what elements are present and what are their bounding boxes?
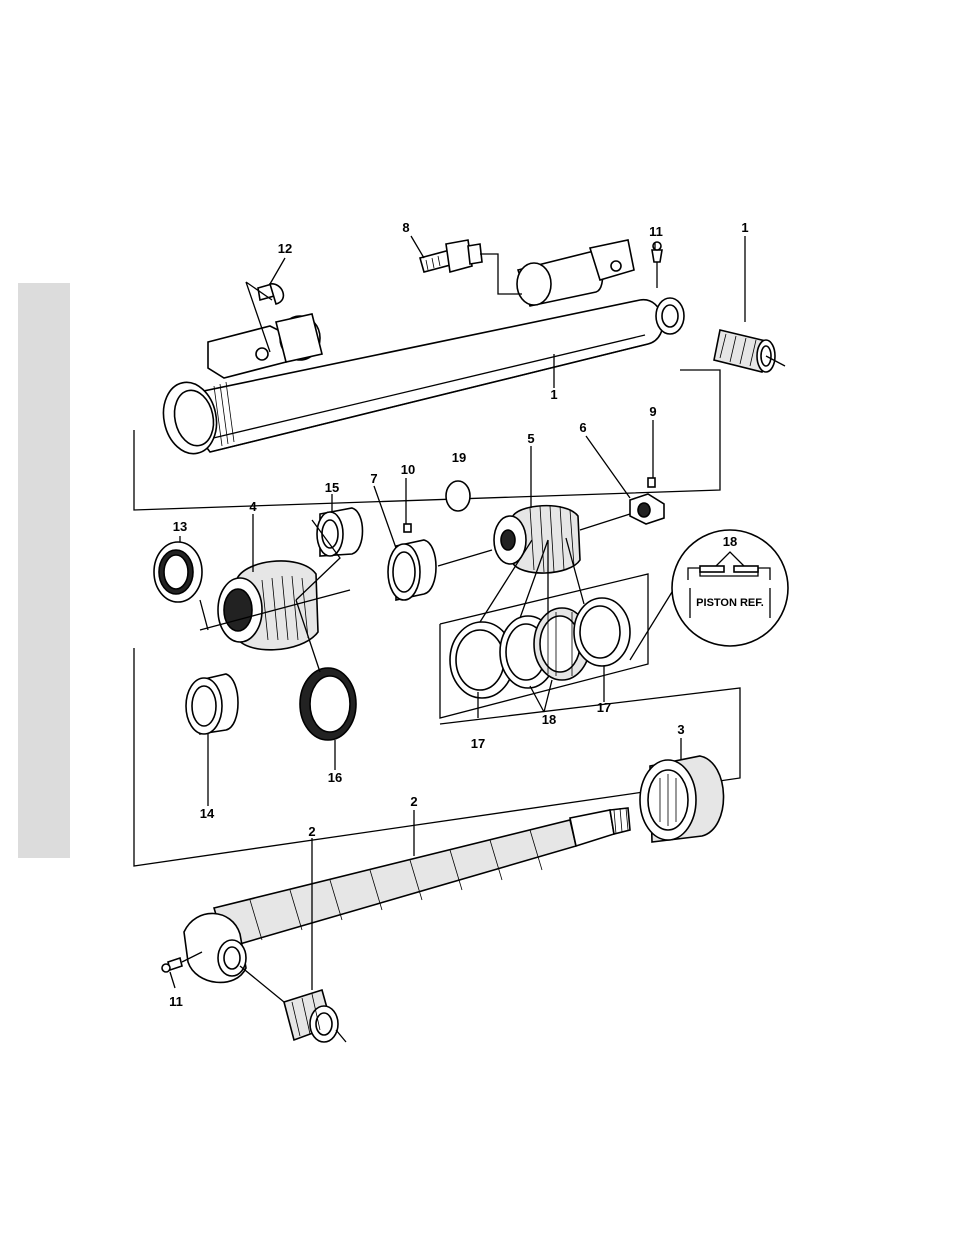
rod-wiper <box>154 542 202 602</box>
callout-17-right: 17 <box>597 700 611 715</box>
set-screw <box>404 524 411 532</box>
callout-14: 14 <box>200 806 215 821</box>
inset-callout: 18 <box>723 534 737 549</box>
callout-7: 7 <box>370 471 377 486</box>
piston <box>494 506 580 573</box>
rod-bushing <box>186 674 238 734</box>
relief-valve <box>420 240 522 294</box>
callout-15: 15 <box>325 480 339 495</box>
callout-1-bushing: 1 <box>741 220 748 235</box>
callout-12: 12 <box>278 241 292 256</box>
piston-spacer <box>388 540 436 600</box>
callout-4: 4 <box>249 499 257 514</box>
callout-16: 16 <box>328 770 342 785</box>
callout-5: 5 <box>527 431 534 446</box>
cylinder-barrel <box>157 240 684 459</box>
piston-seals <box>450 598 630 698</box>
grease-fitting-top <box>652 242 662 288</box>
gland-nut <box>640 756 724 842</box>
callout-17-left: 17 <box>471 736 485 751</box>
callout-3: 3 <box>677 722 684 737</box>
gland-seal <box>300 668 356 740</box>
callout-8: 8 <box>402 220 409 235</box>
callout-9: 9 <box>649 404 656 419</box>
lock-nut <box>630 494 664 524</box>
callout-11-bottom: 11 <box>169 994 183 1009</box>
inset-label: PISTON REF. <box>696 597 764 609</box>
callout-19: 19 <box>452 450 466 465</box>
nut-set-screw <box>648 478 655 487</box>
piston-rod <box>184 808 630 982</box>
callout-11-top: 11 <box>649 224 663 239</box>
callout-10: 10 <box>401 462 415 477</box>
callout-2-rod: 2 <box>410 794 417 809</box>
barrel-bushing <box>714 330 785 372</box>
callout-1-barrel: 1 <box>550 387 557 402</box>
callout-13: 13 <box>173 519 187 534</box>
callout-2-bushing: 2 <box>308 824 315 839</box>
rod-end-bushing <box>240 966 346 1042</box>
callout-18: 18 <box>542 712 556 727</box>
o-ring <box>446 481 470 511</box>
cylinder-gland <box>218 561 318 650</box>
piston-ref-inset: 18 PISTON REF. <box>630 530 788 660</box>
gland-bushing <box>317 508 363 556</box>
callout-6: 6 <box>579 420 586 435</box>
